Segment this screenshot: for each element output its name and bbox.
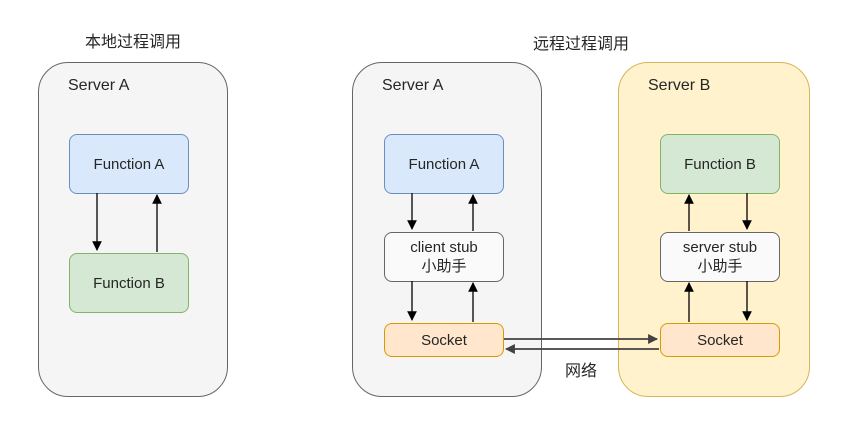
- remote-function-b-label: Function B: [684, 155, 756, 173]
- local-server-a-label: Server A: [68, 77, 130, 94]
- remote-function-a-box: Function A: [384, 134, 504, 194]
- server-stub-box: server stub 小助手: [660, 232, 780, 282]
- remote-server-b-container: Server B Function B server stub 小助手 Sock…: [618, 62, 810, 397]
- server-socket-box: Socket: [660, 323, 780, 357]
- local-function-a-label: Function A: [93, 155, 165, 173]
- server-stub-label-line1: server stub: [682, 239, 758, 256]
- remote-server-b-label: Server B: [648, 77, 711, 94]
- client-stub-box: client stub 小助手: [384, 232, 504, 282]
- local-call-title: 本地过程调用: [84, 34, 181, 51]
- remote-server-a-label: Server A: [382, 77, 444, 94]
- local-function-b-label: Function B: [93, 274, 165, 292]
- remote-function-a-label: Function A: [408, 155, 480, 173]
- local-function-a-box: Function A: [69, 134, 189, 194]
- client-socket-box: Socket: [384, 323, 504, 357]
- remote-function-b-box: Function B: [660, 134, 780, 194]
- server-socket-label: Socket: [697, 331, 743, 349]
- client-stub-label-line1: client stub: [410, 239, 478, 256]
- local-server-a-container: Server A Function A Function B: [38, 62, 228, 397]
- client-stub-label-line2: 小助手: [421, 258, 467, 275]
- client-socket-label: Socket: [421, 331, 467, 349]
- local-function-b-box: Function B: [69, 253, 189, 313]
- network-label: 网络: [564, 363, 597, 380]
- remote-server-a-container: Server A Function A client stub 小助手 Sock…: [352, 62, 542, 397]
- server-stub-label-line2: 小助手: [697, 258, 743, 275]
- remote-call-title: 远程过程调用: [532, 36, 629, 53]
